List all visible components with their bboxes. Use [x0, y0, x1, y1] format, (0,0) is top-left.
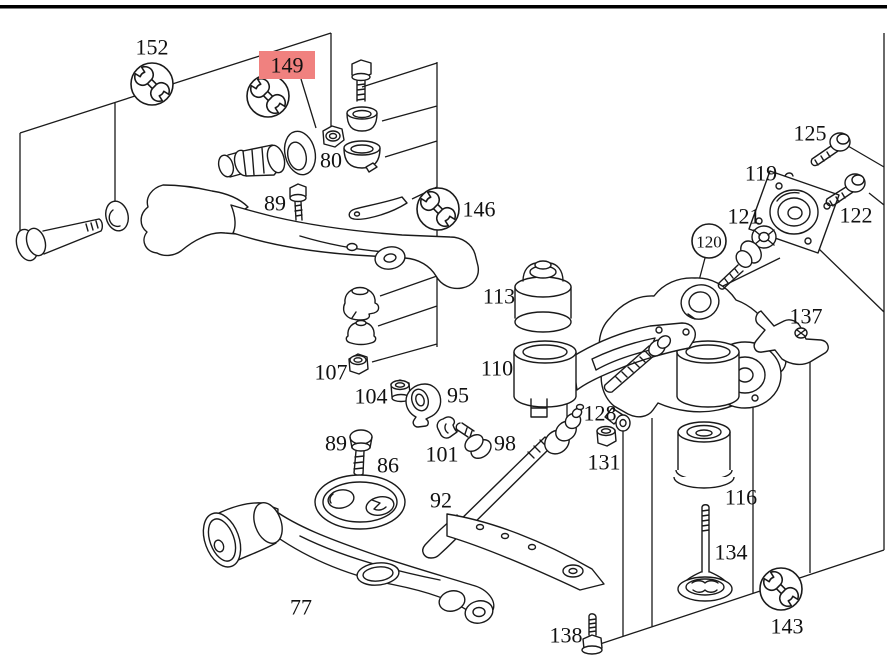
- bushing-113-graphic: [514, 260, 572, 333]
- part-label-104[interactable]: 104: [355, 384, 388, 409]
- rubber-buffer-flanged-graphic: [342, 286, 380, 321]
- part-label-137[interactable]: 137: [790, 304, 823, 329]
- mounting-plate-graphic: [446, 513, 605, 591]
- bolt-89-bottom-graphic: [349, 429, 373, 477]
- highlight-box-149: [259, 51, 315, 79]
- part-label-122[interactable]: 122: [840, 203, 873, 228]
- part-label-86[interactable]: 86: [377, 453, 399, 478]
- part-label-152[interactable]: 152: [136, 35, 169, 60]
- tool-marker-149: [246, 74, 290, 118]
- part-labels-layer: 152 149 80 89 146 107 104 95 101 89 98 86 92 77 138 113…: [136, 35, 873, 648]
- part-label-143[interactable]: 143: [771, 614, 804, 639]
- part-label-125[interactable]: 125: [794, 121, 827, 146]
- part-label-121[interactable]: 121: [728, 204, 761, 229]
- washer-graphic: [105, 200, 129, 232]
- mount-plate-119-graphic: [748, 170, 840, 254]
- plate-86-graphic: [314, 474, 406, 530]
- part-label-89[interactable]: 89: [325, 431, 347, 456]
- part-label-134[interactable]: 134: [715, 540, 748, 565]
- part-label-92[interactable]: 92: [430, 488, 452, 513]
- rubber-buffer-small-graphic: [345, 319, 377, 346]
- part-label-95[interactable]: 95: [447, 383, 469, 408]
- bushing-116-graphic: [673, 421, 735, 489]
- bolt-138-graphic: [581, 613, 603, 655]
- part-label-131[interactable]: 131: [588, 450, 621, 475]
- marker-circle: [691, 223, 727, 259]
- knuckle-stud-graphic: [603, 335, 672, 393]
- callout-circle-120: [691, 223, 727, 259]
- nut-80-graphic: [322, 125, 345, 148]
- control-arm-bushing-graphic: [217, 130, 317, 178]
- nut-104-graphic: [390, 379, 411, 403]
- part-label-80[interactable]: 80: [320, 148, 342, 173]
- bolt-122-graphic: [825, 173, 866, 207]
- part-label-110[interactable]: 110: [481, 356, 513, 381]
- pivot-bolt-graphic: [15, 218, 104, 262]
- top-border: [0, 5, 887, 9]
- arm-110-right-bushing-graphic: [676, 340, 740, 408]
- part-label-101[interactable]: 101: [426, 442, 459, 467]
- part-label-138[interactable]: 138: [550, 623, 583, 648]
- part-label-149[interactable]: 149: [271, 53, 304, 78]
- bolt-89-top-graphic: [289, 183, 307, 221]
- bracket-137-graphic: [753, 310, 829, 366]
- nut-131-graphic: [596, 425, 617, 447]
- tool-marker-152: [130, 62, 174, 106]
- upper-control-arm-graphic: [140, 184, 480, 290]
- bolt-98-graphic: [455, 422, 492, 459]
- nut-107-graphic: [348, 353, 369, 375]
- cam-nut-121-graphic: [751, 225, 777, 249]
- tool-markers-layer: [130, 62, 803, 611]
- part-label-116[interactable]: 116: [725, 485, 757, 510]
- arm-110-left-bushing-graphic: [513, 340, 577, 418]
- part-label-120[interactable]: 120: [696, 233, 722, 252]
- bracket-plate-graphic: [348, 196, 408, 221]
- cup-washer-upper-graphic: [346, 106, 378, 132]
- part-label-128[interactable]: 128: [584, 401, 617, 426]
- part-label-113[interactable]: 113: [483, 284, 515, 309]
- bolt-top-graphic: [351, 59, 372, 102]
- lower-control-arm-graphic: [202, 502, 495, 624]
- clamp-95-graphic: [405, 383, 442, 428]
- cup-washer-lower-graphic: [343, 140, 381, 173]
- part-label-146[interactable]: 146: [463, 197, 496, 222]
- eccentric-bolt-graphic: [717, 240, 762, 290]
- part-label-89[interactable]: 89: [264, 191, 286, 216]
- stud-134-graphic: [677, 504, 733, 602]
- part-label-119[interactable]: 119: [745, 161, 777, 186]
- part-label-107[interactable]: 107: [315, 360, 348, 385]
- washer-128-graphic: [615, 414, 631, 432]
- tool-marker-146: [416, 187, 460, 231]
- part-label-98[interactable]: 98: [494, 431, 516, 456]
- part-label-77[interactable]: 77: [290, 595, 312, 620]
- clip-101-graphic: [436, 416, 458, 439]
- tool-marker-143: [759, 567, 803, 611]
- bolt-125-graphic: [810, 132, 851, 167]
